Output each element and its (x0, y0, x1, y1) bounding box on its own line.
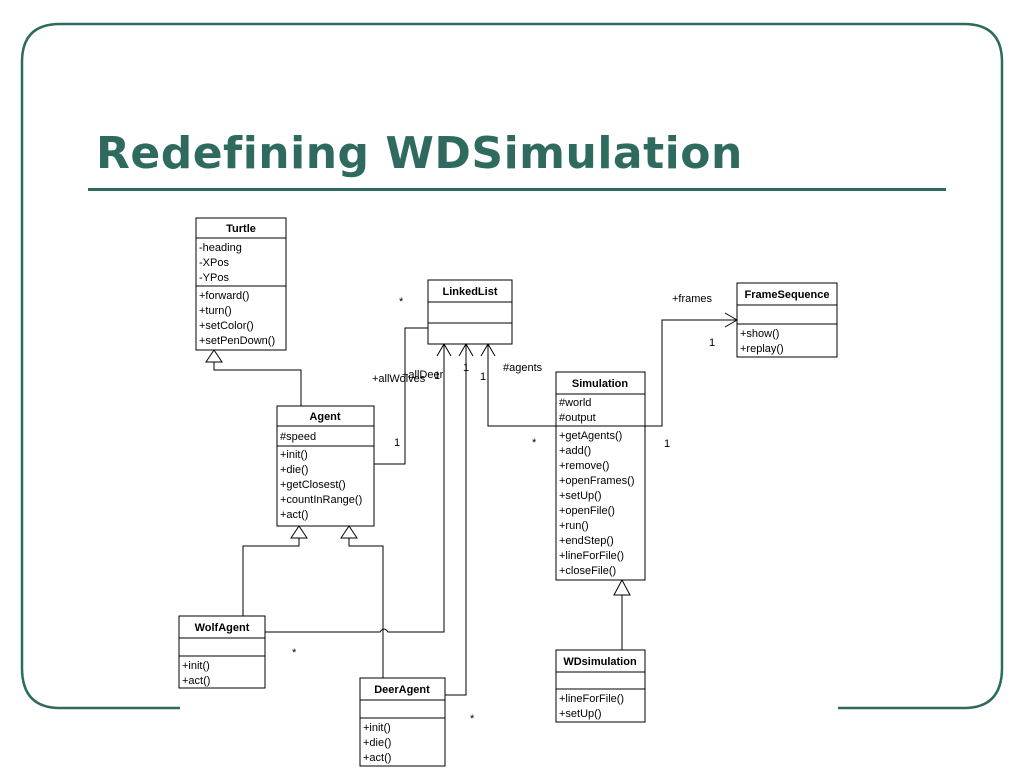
method: +init() (363, 722, 391, 734)
simulation-framesequence-association (645, 319, 737, 427)
attribute: #world (559, 397, 591, 409)
method: +openFile() (559, 505, 615, 517)
class-name: DeerAgent (374, 684, 430, 696)
method: +setColor() (199, 320, 254, 332)
class-deeragent[interactable]: DeerAgent +init() +die() +act() (359, 677, 446, 767)
attribute: #speed (280, 431, 316, 443)
attribute: -YPos (199, 272, 229, 284)
multiplicity-label: 1 (664, 438, 670, 450)
multiplicity-label: * (470, 713, 475, 725)
class-name: WDsimulation (563, 656, 637, 668)
class-name: FrameSequence (745, 289, 830, 301)
multiplicity-label: 1 (434, 370, 440, 382)
generalization-arrowhead (205, 349, 223, 363)
attribute: -XPos (199, 257, 229, 269)
method: +closeFile() (559, 565, 616, 577)
title-rule (88, 188, 946, 191)
method: +act() (280, 509, 308, 521)
multiplicity-label: * (399, 296, 404, 308)
multiplicity-label: * (532, 437, 537, 449)
method: +turn() (199, 305, 232, 317)
method: +remove() (559, 460, 609, 472)
class-name: LinkedList (442, 286, 497, 298)
method: +lineForFile() (559, 693, 624, 705)
class-name: Agent (309, 411, 341, 423)
deeragent-agent-generalization (348, 538, 384, 678)
method: +replay() (740, 343, 784, 355)
multiplicity-label: * (292, 647, 297, 659)
method: +openFrames() (559, 475, 635, 487)
slide-title: Redefining WDSimulation (96, 128, 743, 179)
class-wolfagent[interactable]: WolfAgent +init() +act() (178, 615, 266, 689)
agents-role-label: #agents (503, 362, 543, 374)
class-framesequence[interactable]: FrameSequence +show() +replay() (736, 282, 838, 358)
wolfagent-linkedlist-association (265, 345, 445, 633)
agent-turtle-generalization (213, 362, 302, 406)
method: +setPenDown() (199, 335, 275, 347)
class-simulation[interactable]: Simulation #world #output +getAgents() +… (555, 371, 646, 581)
method: +setUp() (559, 490, 602, 502)
frames-role-label: +frames (672, 293, 713, 305)
multiplicity-label: 1 (709, 337, 715, 349)
deeragent-linkedlist-association (445, 345, 467, 696)
class-wdsimulation[interactable]: WDsimulation +lineForFile() +setUp() (555, 649, 646, 723)
class-name: Simulation (572, 378, 629, 390)
agent-linkedlist-association (374, 327, 428, 465)
method: +act() (363, 752, 391, 764)
wolfagent-agent-generalization (242, 538, 300, 616)
class-name: Turtle (226, 223, 256, 235)
method: +init() (182, 660, 210, 672)
method: +setUp() (559, 708, 602, 720)
alldeer-role-label: +allDeer (402, 369, 444, 381)
method: +act() (182, 675, 210, 687)
method: +getAgents() (559, 430, 622, 442)
method: +run() (559, 520, 589, 532)
simulation-linkedlist-association (487, 345, 556, 427)
method: +forward() (199, 290, 249, 302)
method: +die() (280, 464, 308, 476)
class-linkedlist[interactable]: LinkedList (427, 279, 513, 345)
attribute: -heading (199, 242, 242, 254)
generalization-arrowhead (290, 525, 308, 539)
method: +show() (740, 328, 779, 340)
method: +lineForFile() (559, 550, 624, 562)
method: +add() (559, 445, 591, 457)
method: +getClosest() (280, 479, 346, 491)
allwolves-role-label: +allWolves (372, 373, 426, 385)
method: +init() (280, 449, 308, 461)
method: +endStep() (559, 535, 614, 547)
class-name: WolfAgent (195, 622, 250, 634)
attribute: #output (559, 412, 596, 424)
method: +die() (363, 737, 391, 749)
multiplicity-label: 1 (463, 362, 469, 374)
class-turtle[interactable]: Turtle -heading -XPos -YPos +forward() +… (195, 217, 287, 351)
class-agent[interactable]: Agent #speed +init() +die() +getClosest(… (276, 405, 375, 527)
generalization-arrowhead (340, 525, 358, 539)
generalization-arrowhead (613, 578, 631, 596)
method: +countInRange() (280, 494, 362, 506)
multiplicity-label: 1 (480, 371, 486, 383)
multiplicity-label: 1 (394, 437, 400, 449)
